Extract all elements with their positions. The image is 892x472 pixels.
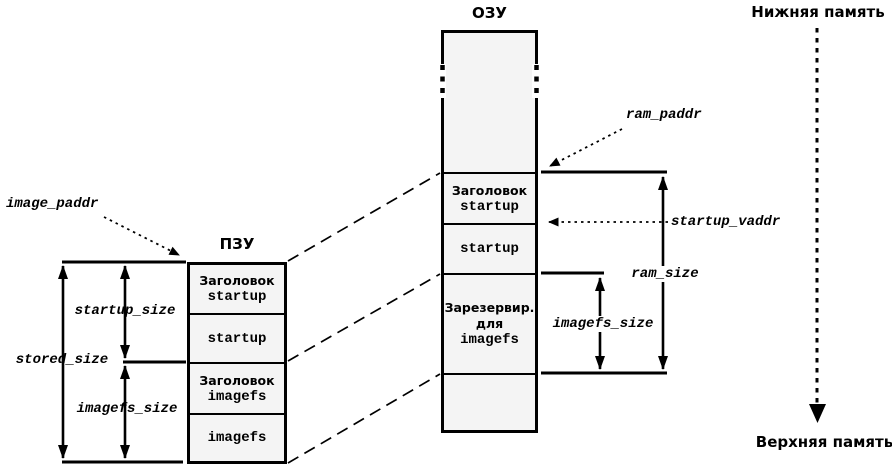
ram-title: ОЗУ [472, 4, 507, 22]
ram-startup-header-name: startup [460, 198, 519, 215]
ram-section-reserved-imagefs: Зарезервир. для imagefs [444, 273, 535, 373]
rom-startup-header-name: startup [207, 289, 267, 305]
ram-paddr-label: ram_paddr [626, 107, 702, 123]
rom-imagefs-label: imagefs [207, 430, 267, 446]
startup-vaddr-label: startup_vaddr [671, 214, 781, 230]
memory-direction-arrowhead [809, 404, 826, 423]
ram-reserved-name: imagefs [460, 332, 519, 348]
ram-section-startup: startup [444, 223, 535, 273]
imagefs-size-left-label: imagefs_size [76, 401, 178, 417]
rom-startup-header-label: Заголовок [199, 273, 275, 288]
rom-section-startup-header: Заголовок startup [190, 265, 284, 313]
rom-startup-label: startup [207, 330, 267, 347]
image-paddr-pointer [103, 216, 180, 256]
connector-rom-mid-to-ram [287, 273, 441, 362]
rom-imagefs-header-label: Заголовок [199, 372, 275, 388]
lower-memory-label: Нижняя память [751, 3, 885, 21]
connector-rom-top-to-ram [287, 172, 441, 262]
ram-section-unused-top [444, 33, 535, 172]
ram-reserved-line2: для [475, 316, 504, 331]
ram-box: Заголовок startup startup Зарезервир. дл… [441, 30, 538, 433]
connector-rom-bottom-to-ram [287, 373, 441, 464]
imagefs-size-right-label: imagefs_size [533, 316, 673, 332]
ram-size-label: ram_size [595, 266, 735, 282]
ram-section-startup-header: Заголовок startup [444, 172, 535, 223]
rom-imagefs-header-name: imagefs [207, 388, 267, 405]
startup-size-label: startup_size [74, 303, 176, 319]
rom-section-imagefs: imagefs [190, 413, 284, 461]
image-paddr-label: image_paddr [6, 196, 99, 212]
ram-paddr-pointer [549, 128, 623, 167]
stored-size-label: stored_size [15, 352, 109, 368]
ram-reserved-line1: Зарезервир. [444, 300, 535, 315]
rom-section-imagefs-header: Заголовок imagefs [190, 362, 284, 413]
rom-box: Заголовок startup startup Заголовок imag… [187, 262, 287, 464]
upper-memory-label: Верхняя память [755, 433, 892, 451]
rom-title: ПЗУ [219, 235, 255, 253]
ram-section-unused-bottom [444, 373, 535, 430]
rom-section-startup: startup [190, 313, 284, 362]
ram-startup-label: startup [460, 241, 519, 257]
ram-startup-header-label: Заголовок [451, 182, 528, 198]
